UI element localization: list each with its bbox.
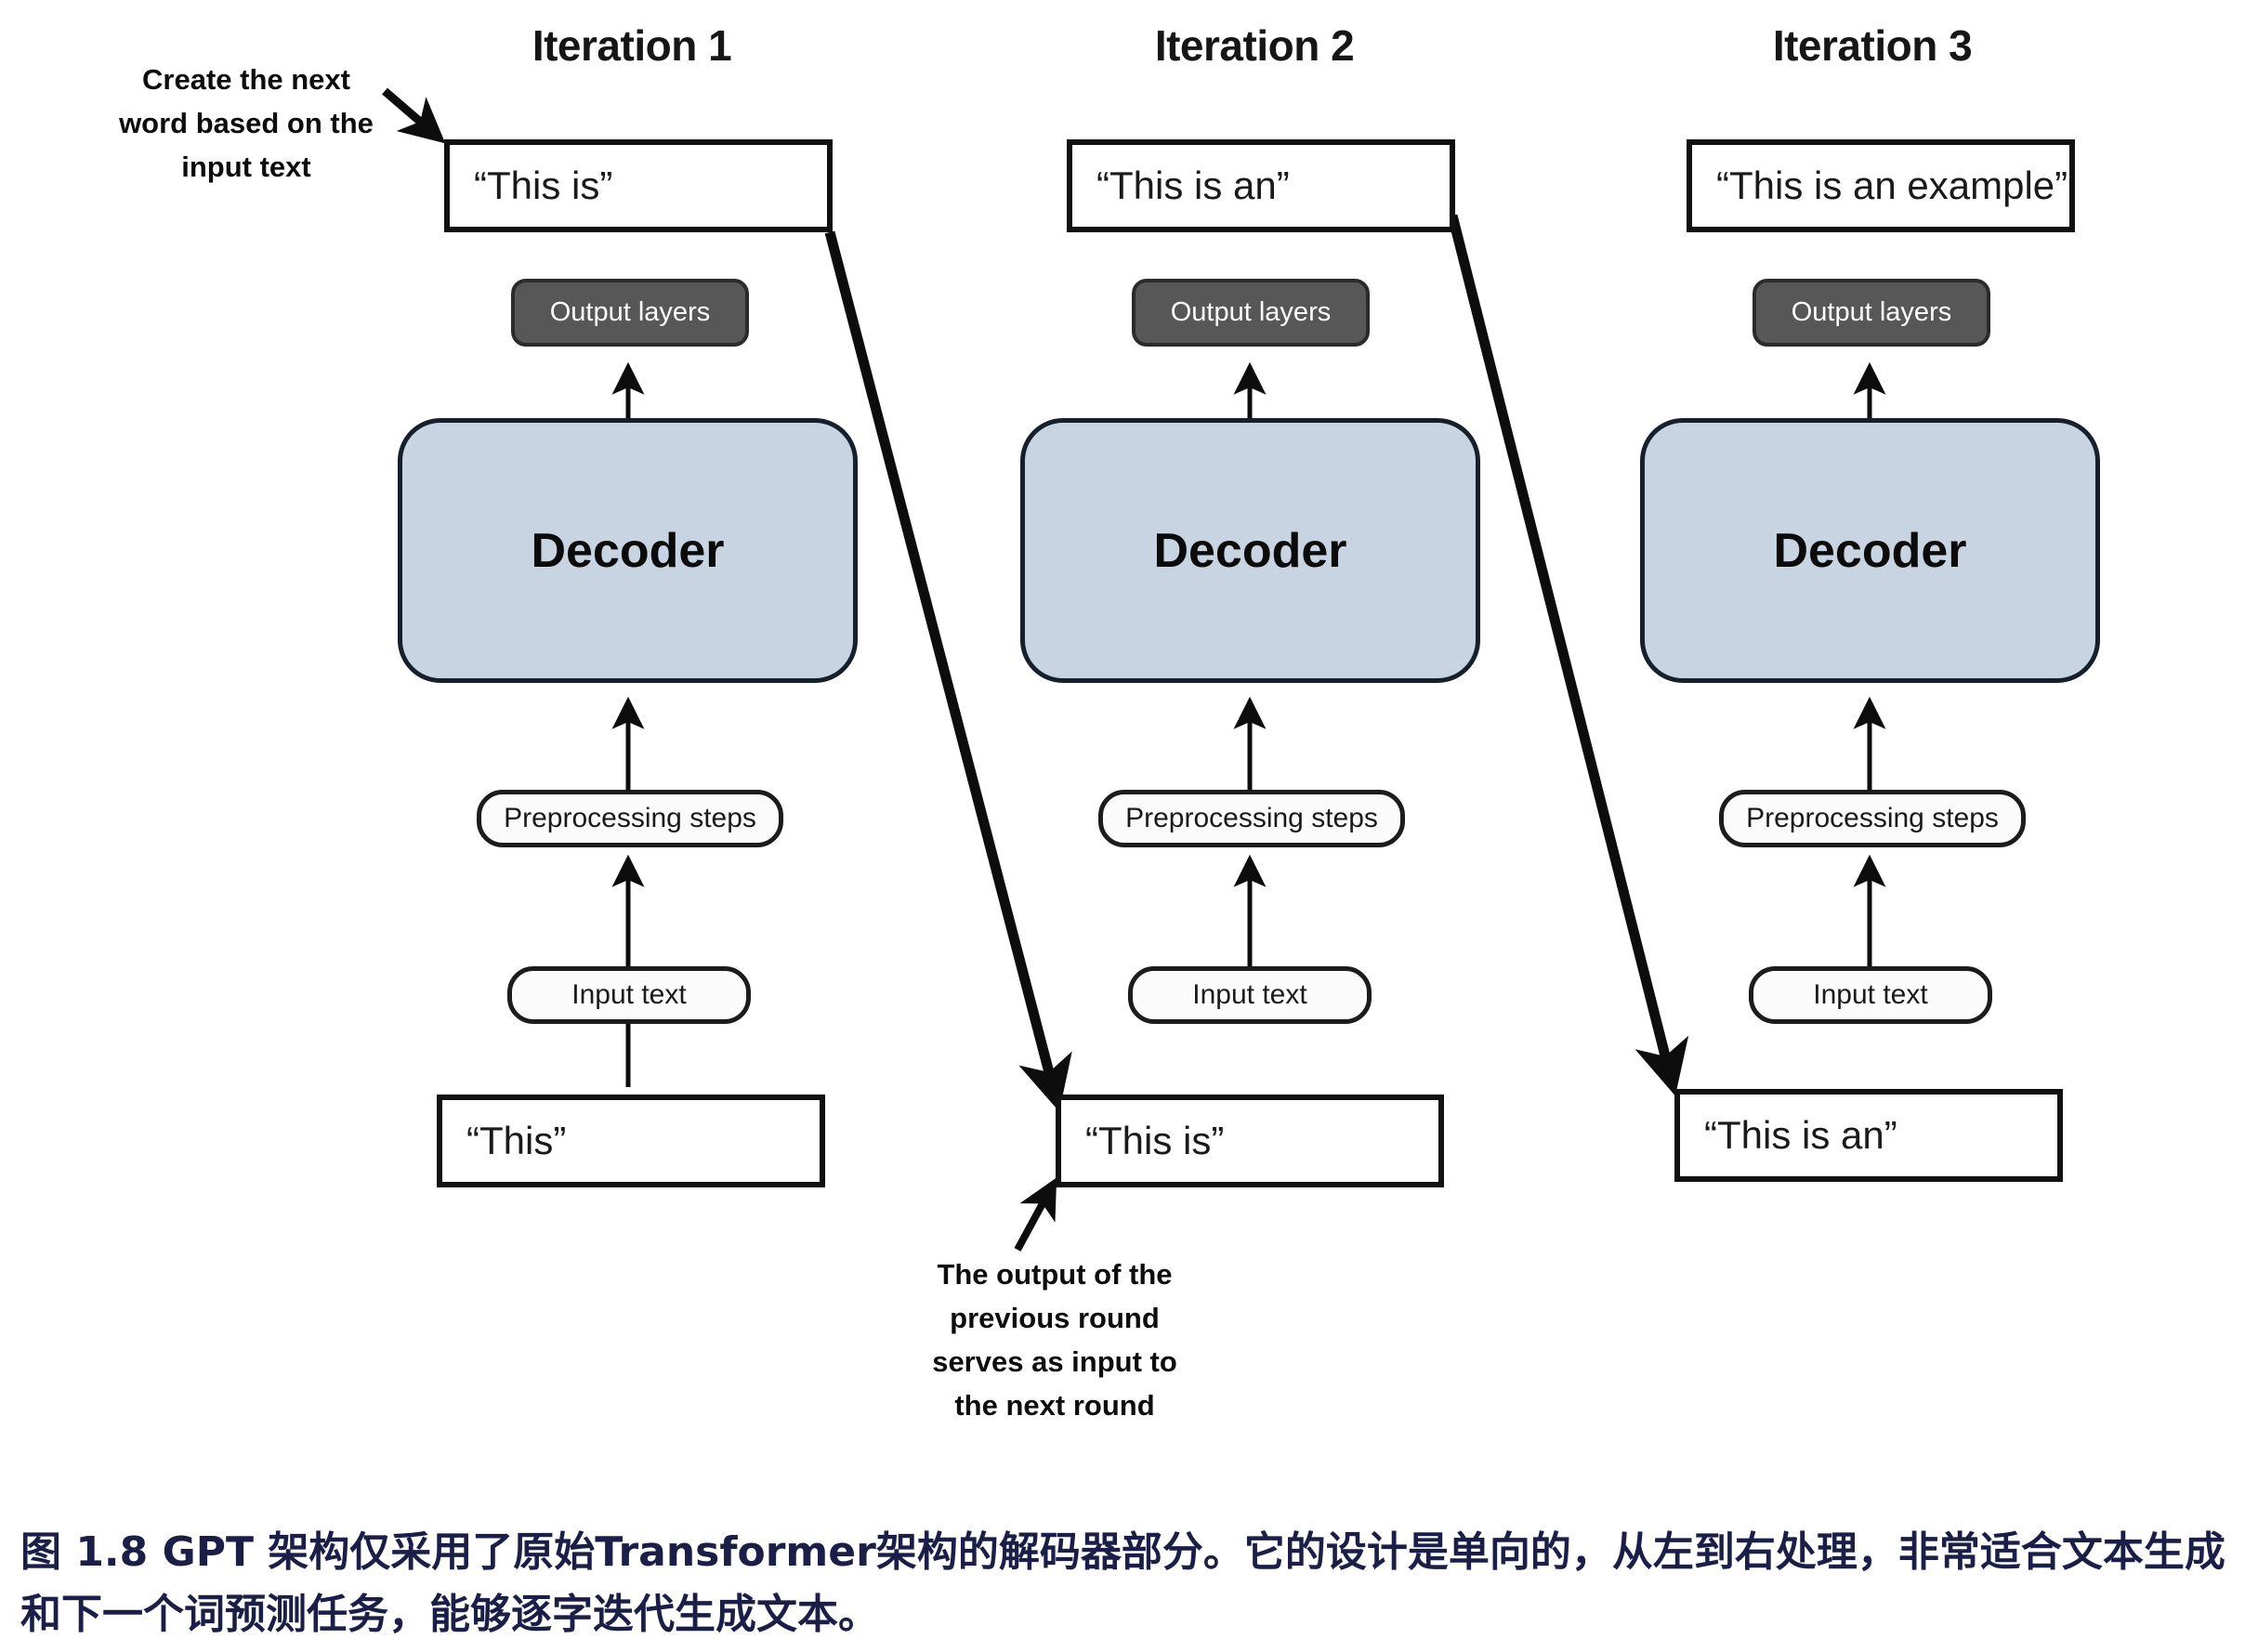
column-title-iteration-1: Iteration 1 — [532, 21, 732, 70]
figure-caption: 图 1.8 GPT 架构仅采用了原始Transformer架构的解码器部分。它的… — [20, 1528, 2225, 1638]
output-layers-box-iteration-3: Output layers — [1753, 279, 1990, 347]
output-text-box-iteration-1: “This is” — [444, 139, 833, 232]
output-layers-box-iteration-2: Output layers — [1132, 279, 1370, 347]
input-text-box-iteration-1: “This” — [437, 1095, 825, 1187]
output-text-box-iteration-3: “This is an example” — [1687, 139, 2075, 232]
input-text-box-iteration-3: “This is an” — [1674, 1089, 2063, 1182]
column-title-iteration-3: Iteration 3 — [1772, 21, 1973, 70]
decoder-block-iteration-2: Decoder — [1020, 418, 1480, 683]
preprocessing-pill-iteration-2: Preprocessing steps — [1098, 790, 1405, 847]
input-text-box-iteration-2: “This is” — [1056, 1095, 1444, 1187]
decoder-block-iteration-1: Decoder — [398, 418, 858, 683]
arrow-iter1-output-to-iter2-input — [824, 230, 1072, 1112]
preprocessing-pill-iteration-1: Preprocessing steps — [477, 790, 783, 847]
column-title-iteration-2: Iteration 2 — [1154, 21, 1355, 70]
input-text-pill-iteration-3: Input text — [1749, 966, 1992, 1024]
callout-create-next-word: Create the next word based on the input … — [119, 63, 374, 184]
arrow-iter2-output-to-iter3-input — [1447, 214, 1689, 1096]
output-text-box-iteration-2: “This is an” — [1067, 139, 1455, 232]
callout-previous-round-output: The output of the previous round serves … — [932, 1258, 1177, 1423]
arrow-callout-create-next-word — [382, 87, 446, 144]
input-text-pill-iteration-1: Input text — [507, 966, 751, 1024]
output-layers-box-iteration-1: Output layers — [511, 279, 749, 347]
preprocessing-pill-iteration-3: Preprocessing steps — [1719, 790, 2026, 847]
input-text-pill-iteration-2: Input text — [1128, 966, 1372, 1024]
arrow-callout-previous-round — [1014, 1177, 1057, 1252]
decoder-block-iteration-3: Decoder — [1640, 418, 2100, 683]
